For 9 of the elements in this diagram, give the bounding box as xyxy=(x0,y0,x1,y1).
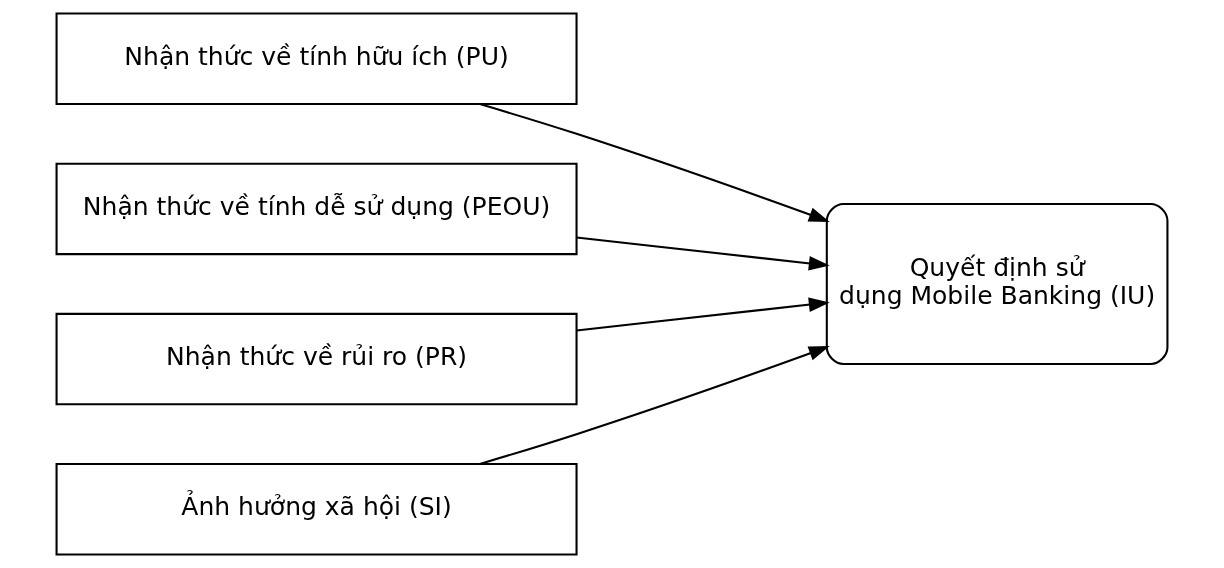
arrow xyxy=(479,346,830,465)
node-box: Nhận thức về rủi ro (PR) xyxy=(55,312,578,406)
node-box: Ảnh hưởng xã hội (SI) xyxy=(55,463,578,556)
node-box: Nhận thức về tính hữu ích (PU) xyxy=(55,12,578,105)
arrow xyxy=(576,297,830,332)
node-box: Quyết định sử dụng Mobile Banking (IU) xyxy=(825,203,1169,365)
arrow xyxy=(479,103,830,222)
node-box: Nhận thức về tính dễ sử dụng (PEOU) xyxy=(55,162,578,256)
arrow xyxy=(576,236,830,271)
